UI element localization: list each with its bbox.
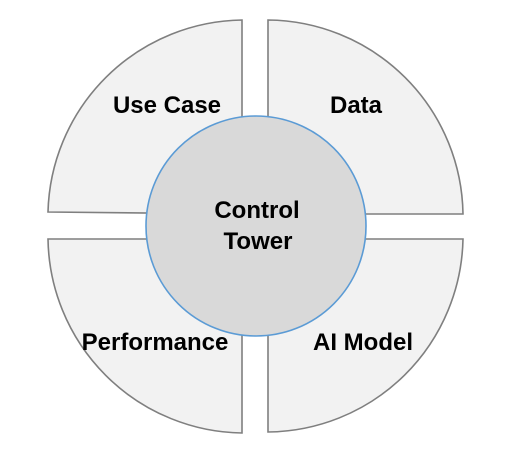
center-label-line1: Control: [214, 197, 299, 224]
quadrant-label-data: Data: [330, 92, 383, 119]
quadrant-label-ai-model: AI Model: [313, 329, 413, 356]
quadrant-label-performance: Performance: [82, 329, 229, 356]
center-circle: [145, 115, 367, 337]
quadrant-label-use-case: Use Case: [113, 92, 221, 119]
center-label-line2: Tower: [224, 228, 293, 255]
